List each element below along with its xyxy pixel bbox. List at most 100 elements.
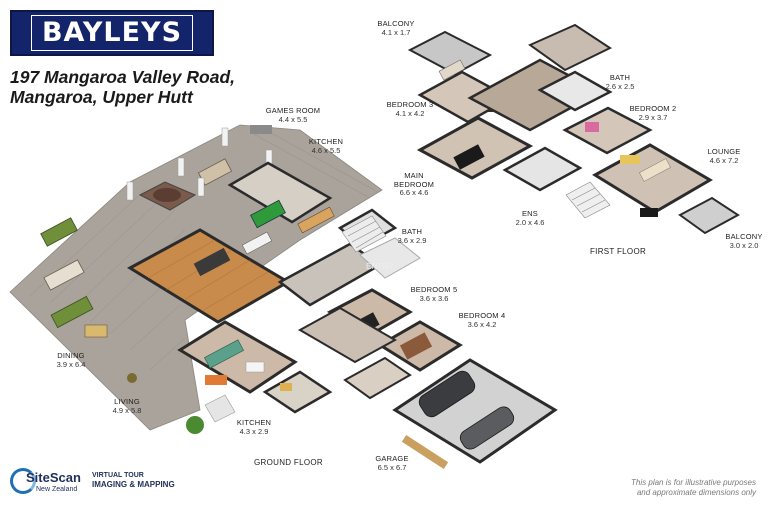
disclaimer: This plan is for illustrative purposes a… [631,478,756,498]
label-dim: 3.0 x 2.0 [729,240,759,250]
label-balcony-top: BALCONY 4.1 x 1.7 [377,19,415,37]
label-dim: 3.6 x 2.9 [397,235,427,245]
ground-floor-label: GROUND FLOOR [254,458,323,467]
label-name: GARAGE [375,454,409,463]
label-name: ENS [521,209,539,218]
label-dim: 4.6 x 7.2 [709,155,739,165]
label-name: BEDROOM 5 [410,285,458,294]
label-name: BATH [401,227,423,236]
label-dim: 4.9 x 5.8 [112,405,142,415]
label-dim: 4.4 x 5.5 [278,114,308,124]
sitescan-ring-icon [10,468,36,494]
sitescan-logo: SiteScan New Zealand VIRTUAL TOUR IMAGIN… [10,466,180,502]
first-floor-ens [502,146,583,192]
label-dim: 4.6 x 5.5 [311,145,341,155]
label-bedroom-3: BEDROOM 3 4.1 x 4.2 [386,100,434,118]
label-name: BATH [609,73,631,82]
corridor [297,306,398,364]
label-garage: GARAGE 6.5 x 6.7 [375,454,409,472]
sitescan-sub: New Zealand [36,486,78,493]
label-dim: 2.0 x 4.6 [515,217,545,227]
label-name: BALCONY [725,232,763,241]
label-name: KITCHEN [308,137,344,146]
first-floor-balcony-top [407,30,493,76]
first-floor-bath [537,70,613,112]
label-dim: 6.5 x 6.7 [377,462,407,472]
bed-3 [438,59,466,81]
car-2 [459,406,515,450]
label-name-2: BEDROOM [393,179,435,189]
label-bath-ground: BATH 3.6 x 2.9 [397,227,427,245]
label-name: DINING [57,351,85,360]
label-dim: 2.6 x 2.5 [605,81,635,91]
first-floor-stairs [565,181,611,219]
kitchen-island [193,247,231,277]
label-name: ENTRY [366,262,394,271]
sitescan-tagline-2: IMAGING & MAPPING [92,480,175,489]
label-name: LOUNGE [707,147,741,156]
label-name: BALCONY [377,19,415,28]
address-line-2: Mangaroa, Upper Hutt [10,87,193,107]
ground-stairs [341,215,387,253]
label-dim: 4.3 x 2.9 [239,426,269,436]
first-floor-balcony-right [678,196,740,235]
utility-room [343,356,412,400]
property-address: 197 Mangaroa Valley Road, Mangaroa, Uppe… [10,67,235,107]
shrub [186,416,204,434]
planter-2 [50,295,94,329]
label-lounge: LOUNGE 4.6 x 7.2 [707,147,741,165]
car-1 [418,370,476,418]
sitescan-brand: SiteScan [26,470,81,485]
label-kitchen-lower: KITCHEN 4.3 x 2.9 [236,418,272,436]
lounge-sofa [639,158,671,182]
first-floor-label: FIRST FLOOR [590,247,647,256]
label-entry: ENTRY [366,262,394,272]
entry-floor [359,237,421,279]
label-bedroom-2: BEDROOM 2 2.9 x 3.7 [629,104,677,122]
label-dim: 3.6 x 4.2 [467,319,497,329]
living-room-floor [177,320,298,394]
label-name: BEDROOM 3 [386,100,434,109]
label-bedroom-4: BEDROOM 4 3.6 x 4.2 [458,311,506,329]
label-dim: 3.9 x 6.4 [56,359,86,369]
bed-4 [399,332,433,360]
outdoor-table-1 [43,259,85,291]
label-name: BEDROOM 4 [458,311,506,320]
bayleys-logo: BAYLEYS [10,10,214,56]
address-line-1: 197 Mangaroa Valley Road, [10,67,235,87]
main-bed [453,144,485,170]
label-name: KITCHEN [236,418,272,427]
label-bath-first: BATH 2.6 x 2.5 [605,73,635,91]
label-balcony-right: BALCONY 3.0 x 2.0 [725,232,763,250]
front-steps [204,394,236,423]
deck-planks [29,127,379,371]
disclaimer-line-2: and approximate dimensions only [636,488,756,497]
sitescan-tagline: VIRTUAL TOUR IMAGING & MAPPING [92,471,175,489]
first-floor-lounge [592,143,713,214]
garage-floor [392,358,558,464]
label-name: GAMES ROOM [265,106,321,115]
living-sofa [204,339,244,369]
planter-1 [40,217,78,247]
sitescan-tagline-1: VIRTUAL TOUR [92,472,144,479]
label-dim: 2.9 x 3.7 [638,112,668,122]
lower-kitchen-floor [262,370,333,414]
disclaimer-line-1: This plan is for illustrative purposes [631,478,756,487]
deck-posts [126,127,273,201]
first-floor-north-wing [527,23,613,72]
first-floor-bedroom-2 [562,106,653,155]
label-ens: ENS 2.0 x 4.6 [515,209,545,227]
label-kitchen-upper: KITCHEN 4.6 x 5.5 [308,137,344,155]
label-dining: DINING 3.9 x 6.4 [56,351,86,369]
label-dim: 6.6 x 4.6 [399,188,429,197]
label-dim: 3.6 x 3.6 [419,293,449,303]
label-dim: 4.1 x 1.7 [381,27,411,37]
label-name: BEDROOM 2 [629,104,677,113]
pool-table [250,199,286,229]
label-name: LIVING [114,397,140,406]
logo-frame: BAYLEYS [30,15,194,51]
label-bedroom-5: BEDROOM 5 3.6 x 3.6 [410,285,458,303]
label-games-room: GAMES ROOM 4.4 x 5.5 [265,106,321,124]
